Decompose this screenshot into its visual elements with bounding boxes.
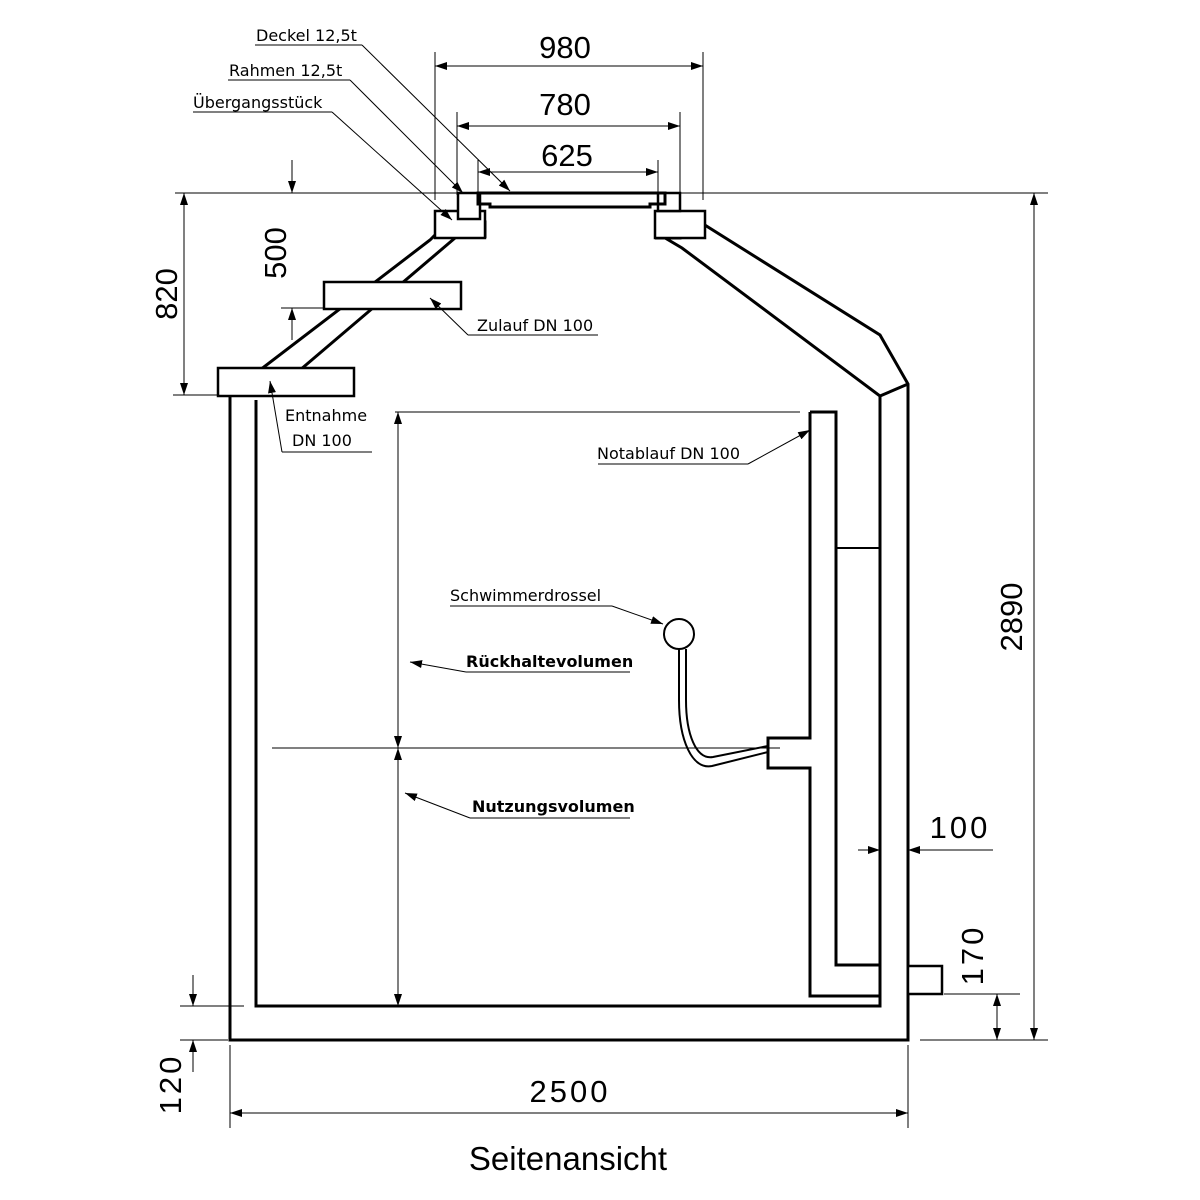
deckel: [476, 191, 667, 209]
entnahme-pipe: [216, 366, 356, 398]
dim-980: 980: [539, 30, 591, 65]
notablauf-pipe: [766, 410, 944, 998]
dim-820: 820: [149, 268, 184, 320]
label-rueckhaltevolumen: Rückhaltevolumen: [466, 652, 633, 671]
caption: Seitenansicht: [469, 1140, 667, 1177]
schwimmerdrossel-float: [663, 618, 769, 768]
dim-2890: 2890: [994, 583, 1029, 652]
rahmen: [456, 191, 682, 221]
dim-625: 625: [541, 138, 593, 173]
zulauf-pipe: [322, 280, 463, 311]
label-zulauf: Zulauf DN 100: [477, 316, 593, 335]
label-entnahme-line2: DN 100: [292, 431, 352, 450]
label-rahmen: Rahmen 12,5t: [229, 61, 342, 80]
dim-100: 100: [930, 810, 991, 845]
dim-2500: 2500: [530, 1074, 611, 1109]
label-uebergangsstueck: Übergangsstück: [193, 93, 323, 112]
label-nutzungsvolumen: Nutzungsvolumen: [472, 797, 635, 816]
dim-120: 120: [153, 1054, 188, 1115]
dim-500: 500: [258, 227, 293, 279]
dim-170: 170: [955, 925, 990, 986]
dimension-lines: [173, 52, 1048, 1128]
label-entnahme-line1: Entnahme: [285, 406, 367, 425]
tank-outer-wall: [220, 220, 910, 1042]
label-deckel: Deckel 12,5t: [256, 26, 357, 45]
label-schwimmerdrossel: Schwimmerdrossel: [450, 586, 601, 605]
leader-lines: [193, 44, 811, 819]
label-notablauf: Notablauf DN 100: [597, 444, 740, 463]
dim-780: 780: [539, 87, 591, 122]
